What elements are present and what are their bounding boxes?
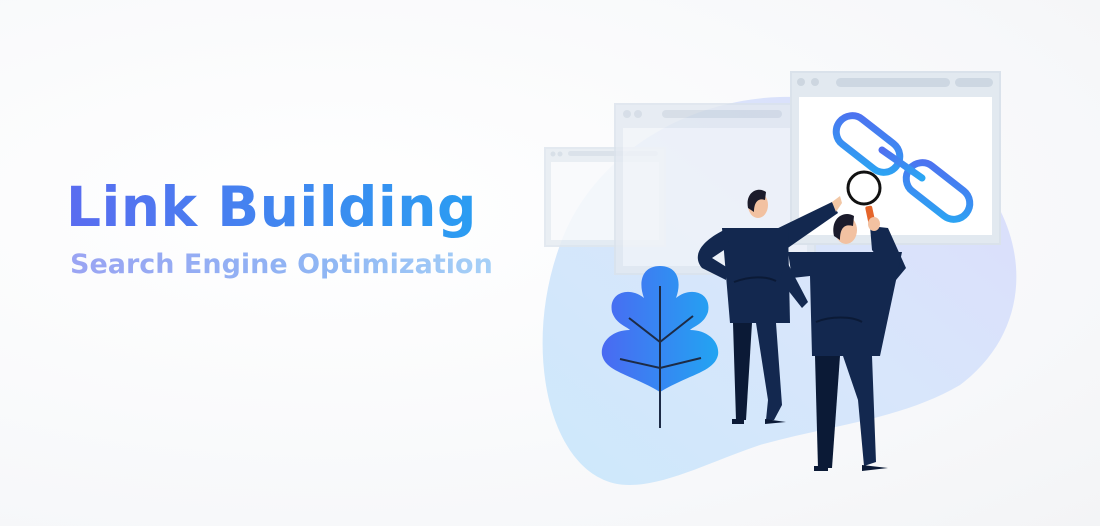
chain-link-icon xyxy=(832,112,974,223)
banner-subtitle: Search Engine Optimization xyxy=(70,249,493,280)
person-pointing xyxy=(697,189,842,424)
leaf-plant-icon xyxy=(601,266,719,428)
magnifying-glass-icon xyxy=(846,170,882,227)
person-with-magnifier xyxy=(788,214,906,471)
banner-title: Link Building xyxy=(66,172,477,242)
